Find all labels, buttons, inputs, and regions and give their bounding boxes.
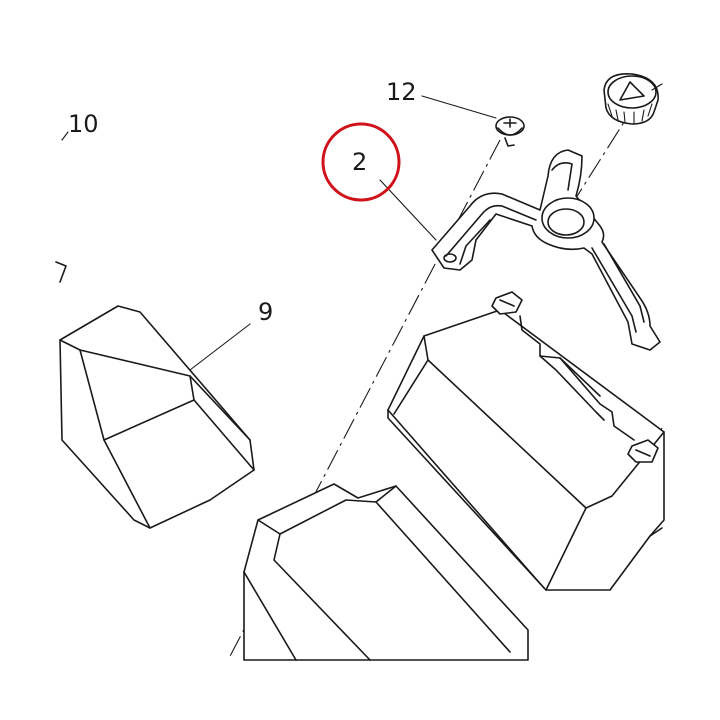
- callout-12: 12: [386, 78, 417, 106]
- callout-9: 9: [258, 298, 273, 326]
- knob-cap: [603, 73, 659, 125]
- battery-tray: [243, 483, 529, 661]
- leader-lines: [61, 83, 663, 371]
- part-10-fragment: [55, 261, 67, 283]
- callout-2: 2: [352, 148, 367, 176]
- part-9-pad: [59, 305, 255, 529]
- callout-10: 10: [68, 110, 99, 138]
- battery: [387, 291, 665, 591]
- highlight-ring: [321, 122, 401, 202]
- part-2-bracket: [431, 149, 661, 351]
- part-12-screw: [495, 116, 525, 147]
